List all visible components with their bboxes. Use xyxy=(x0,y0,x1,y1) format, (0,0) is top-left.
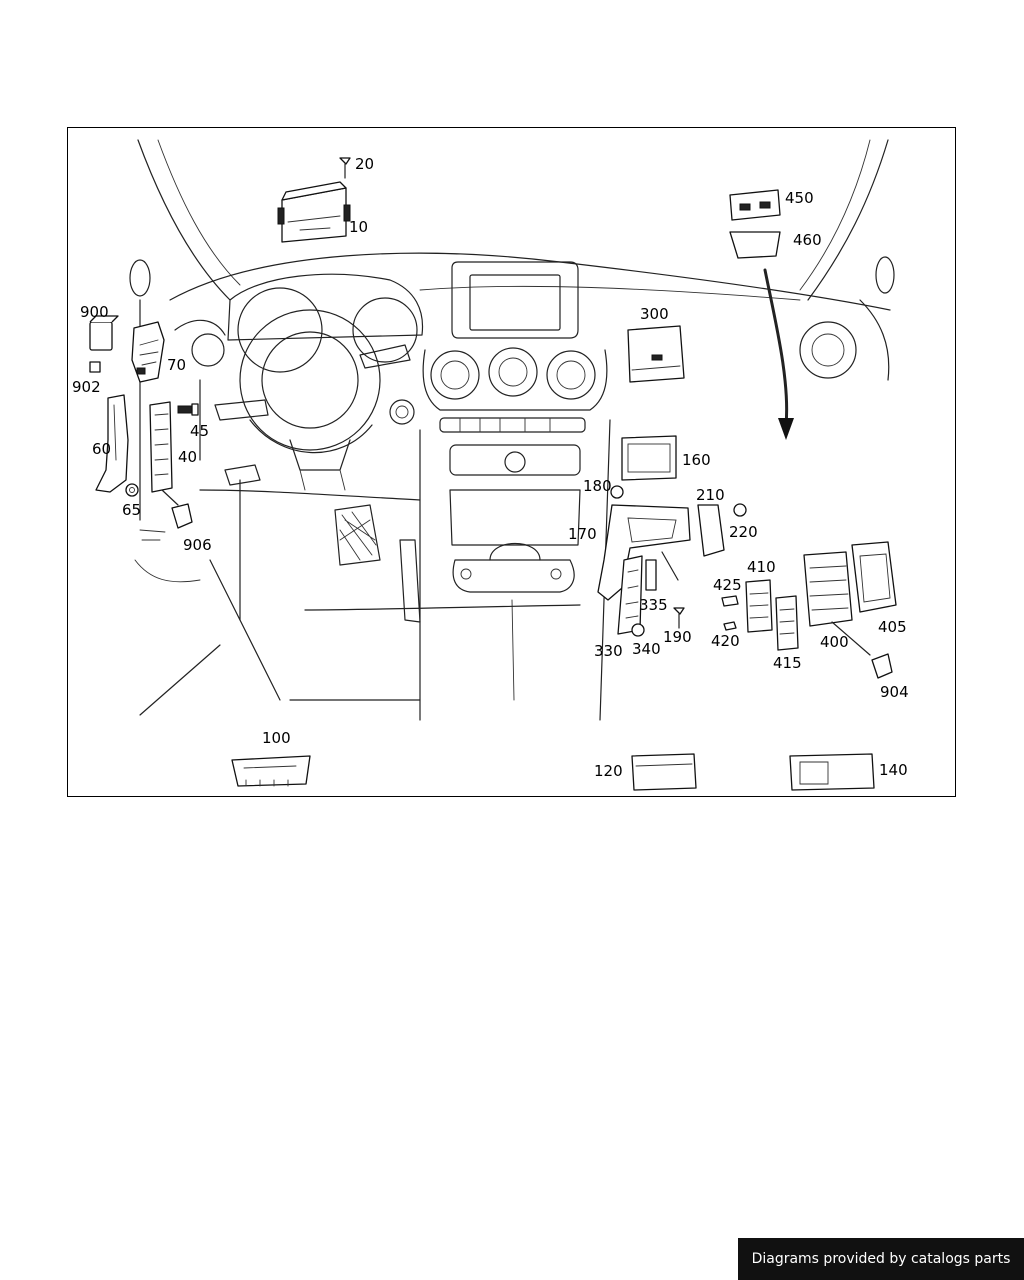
part-170-bracket xyxy=(597,504,691,601)
part-400-fuse-box xyxy=(803,551,871,656)
part-405-fuse-box-cover xyxy=(851,541,897,613)
callout-60: 60 xyxy=(92,440,111,458)
callout-400: 400 xyxy=(820,633,849,651)
callout-40: 40 xyxy=(178,448,197,466)
part-100-module xyxy=(231,755,311,787)
part-20-screw xyxy=(339,157,351,179)
part-210-bracket xyxy=(697,504,725,557)
diagram-frame xyxy=(67,127,956,797)
part-340-nut xyxy=(631,623,645,637)
part-904-connector xyxy=(871,653,893,679)
callout-10: 10 xyxy=(349,218,368,236)
callout-415: 415 xyxy=(773,654,802,672)
callout-20: 20 xyxy=(355,155,374,173)
part-10-module xyxy=(277,181,351,243)
arrow-indicator xyxy=(763,268,794,440)
part-902-fuse xyxy=(89,361,101,373)
part-900-relay xyxy=(89,315,119,351)
callout-45: 45 xyxy=(190,422,209,440)
part-65-nut xyxy=(125,483,139,497)
part-160-module xyxy=(621,435,677,481)
callout-902: 902 xyxy=(72,378,101,396)
part-335-clip xyxy=(645,559,657,591)
callout-65: 65 xyxy=(122,501,141,519)
callout-460: 460 xyxy=(793,231,822,249)
part-190-screw xyxy=(661,551,685,629)
callout-140: 140 xyxy=(879,761,908,779)
credit-text: Diagrams provided by catalogs parts xyxy=(751,1251,1011,1267)
callout-904: 904 xyxy=(880,683,909,701)
callout-425: 425 xyxy=(713,576,742,594)
part-45-bolt xyxy=(177,403,199,416)
callout-210: 210 xyxy=(696,486,725,504)
callout-420: 420 xyxy=(711,632,740,650)
callout-300: 300 xyxy=(640,305,669,323)
callout-906: 906 xyxy=(183,536,212,554)
callout-340: 340 xyxy=(632,640,661,658)
part-415-relay-box xyxy=(775,595,799,651)
callout-190: 190 xyxy=(663,628,692,646)
callout-335: 335 xyxy=(639,596,668,614)
credit-banner: Diagrams provided by catalogs parts xyxy=(738,1238,1024,1280)
part-40-control-unit xyxy=(149,401,173,493)
callout-180: 180 xyxy=(583,477,612,495)
part-140-module xyxy=(789,753,875,791)
callout-405: 405 xyxy=(878,618,907,636)
callout-900: 900 xyxy=(80,303,109,321)
callout-100: 100 xyxy=(262,729,291,747)
callout-160: 160 xyxy=(682,451,711,469)
callout-330: 330 xyxy=(594,642,623,660)
callout-120: 120 xyxy=(594,762,623,780)
callout-170: 170 xyxy=(568,525,597,543)
callout-450: 450 xyxy=(785,189,814,207)
part-220-nut xyxy=(733,503,747,517)
part-460-cover xyxy=(729,231,781,259)
part-60-bracket xyxy=(95,394,129,493)
callout-410: 410 xyxy=(747,558,776,576)
part-410-relay-box xyxy=(745,579,773,633)
part-300-module xyxy=(627,325,685,383)
part-906-connector xyxy=(161,489,193,529)
callout-70: 70 xyxy=(167,356,186,374)
part-425-fuse xyxy=(721,595,739,607)
part-120-module xyxy=(631,753,697,791)
part-450-connector xyxy=(729,189,781,221)
part-70-bracket xyxy=(131,321,165,383)
callout-220: 220 xyxy=(729,523,758,541)
callouts: 20 10 450 460 900 902 70 300 60 45 40 65… xyxy=(72,155,909,780)
part-420-fuse xyxy=(723,621,737,631)
part-180-nut xyxy=(610,485,624,499)
